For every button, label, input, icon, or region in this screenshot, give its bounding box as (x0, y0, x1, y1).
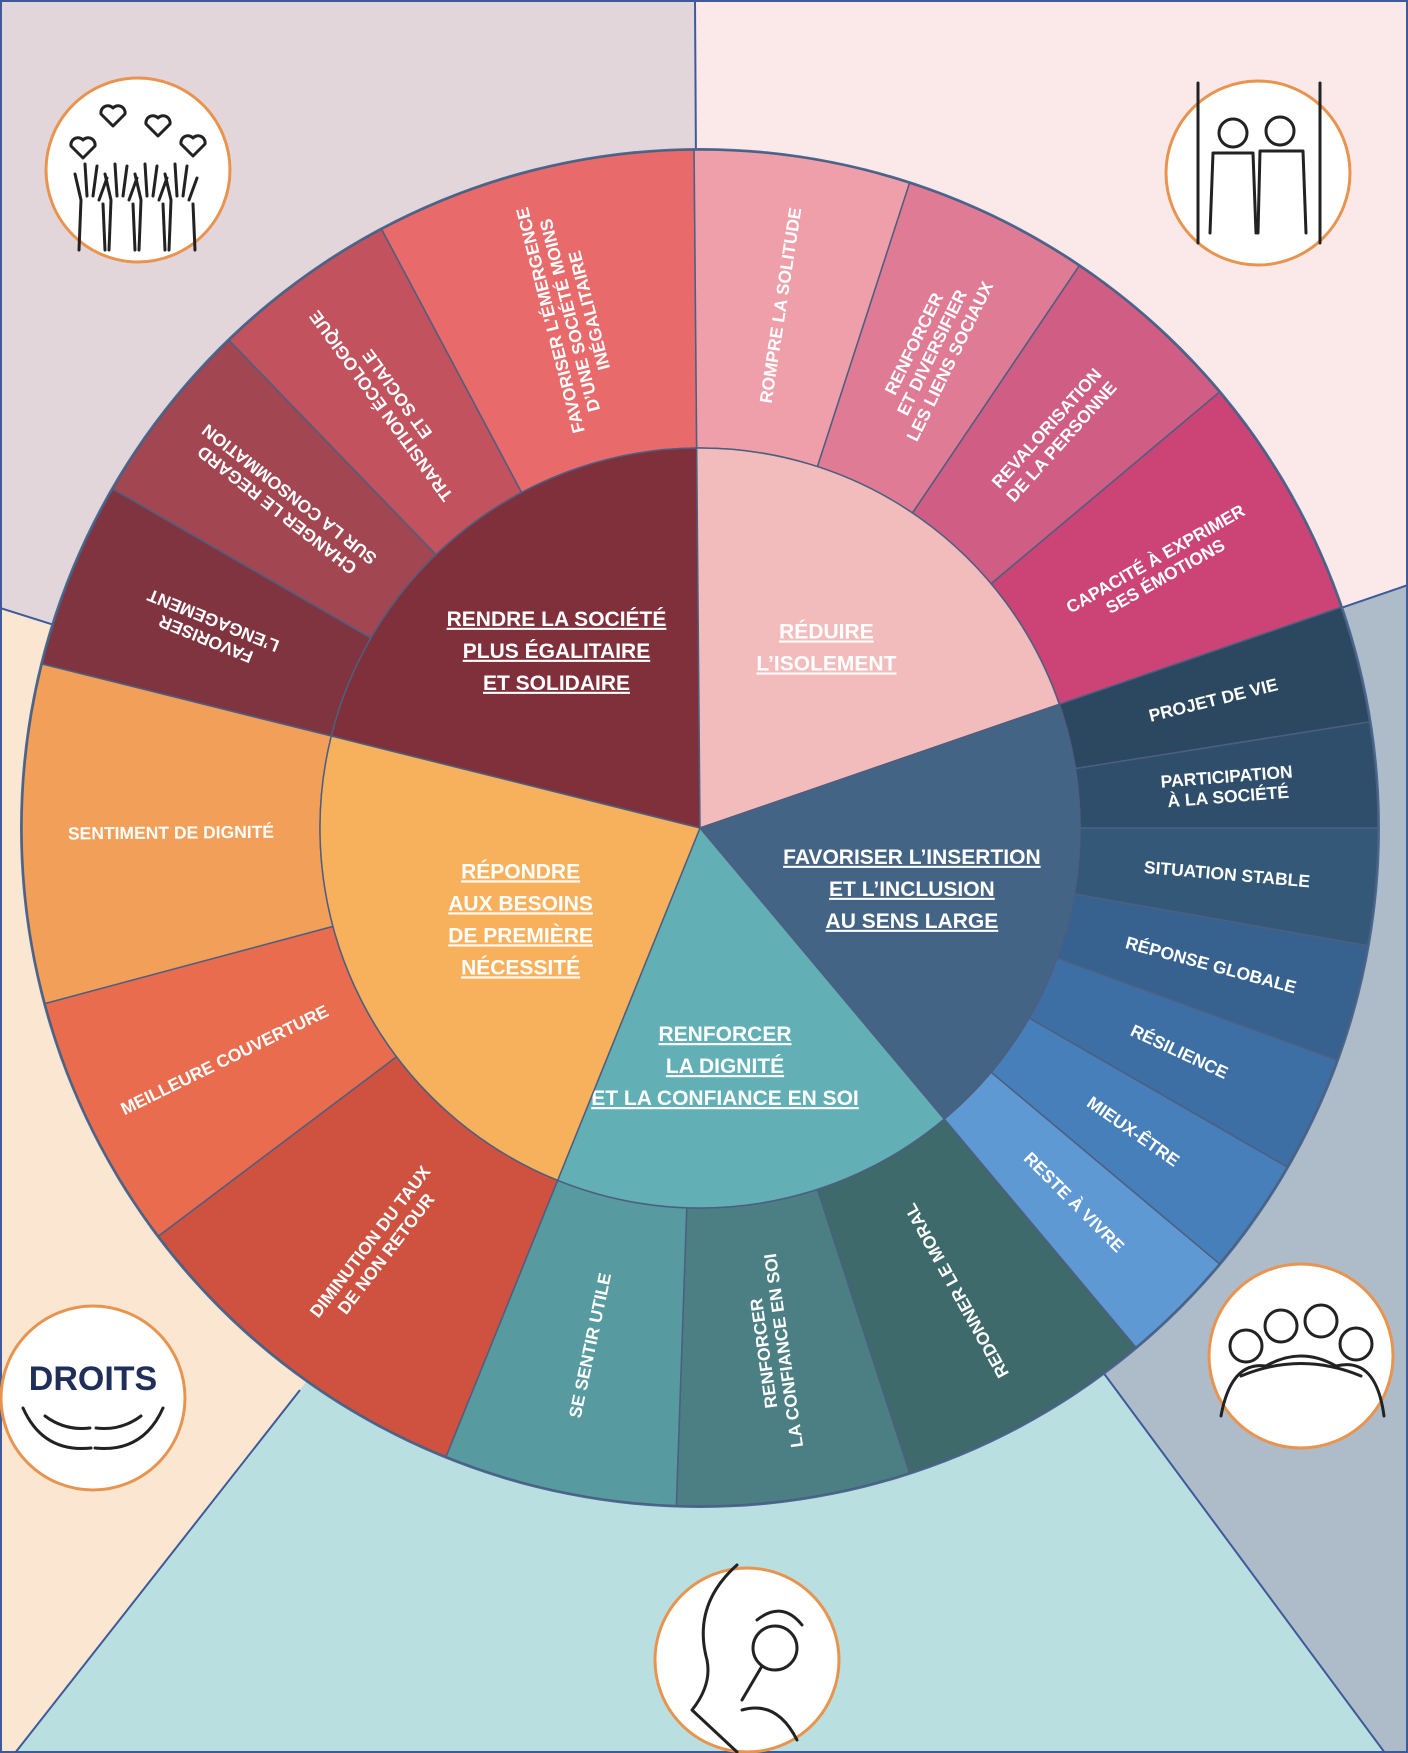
center-sector-title: RENFORCER LA DIGNITÉ ET LA CONFIANCE EN SO… (591, 1023, 859, 1110)
segment-label: SENTIMENT DE DIGNITÉ (68, 821, 274, 844)
hand-shape (163, 162, 199, 252)
segment-revalorisation-de-la-personne: REVALORISATIONDE LA PERSONNE (911, 264, 1221, 585)
magnifier-handle (740, 1609, 804, 1702)
center-title-line: RÉDUIRE (779, 621, 874, 644)
center-title-line: DE PREMIÈRE (448, 924, 593, 947)
segment-renforcer-et-diversifier-les-liens-sociaux: RENFORCERET DIVERSIFIERLES LIENS SOCIAUX (816, 182, 1081, 515)
magnifier-lens (751, 1624, 799, 1672)
center-sector-shape (698, 703, 1081, 1121)
hand-shape (73, 162, 109, 252)
center-sector-title: RENDRE LA SOCIÉTÉ PLUS ÉGALITAIRE ET SOLID… (447, 608, 667, 695)
center-sector-title: FAVORISER L’INSERTION ET L’INCLUSION AU SE… (783, 846, 1040, 933)
people-helping-icon (1164, 79, 1352, 267)
group-bodies (1219, 1354, 1386, 1418)
hands-hearts-icon (44, 76, 232, 264)
center-sector-societe: RENDRE LA SOCIÉTÉ PLUS ÉGALITAIRE ET SOLID… (330, 447, 701, 829)
center-sector-shape (556, 826, 946, 1209)
center-title-line: PLUS ÉGALITAIRE (463, 640, 650, 663)
group-hug-icon (1207, 1262, 1395, 1450)
medallions: DROITS (0, 76, 1395, 1753)
shoulder-shape (740, 1706, 799, 1742)
droits-label: DROITS (29, 1360, 157, 1398)
center-sector-dignite: RENFORCER LA DIGNITÉ ET LA CONFIANCE EN SO… (556, 826, 946, 1209)
person-head (1264, 115, 1296, 147)
silhouette-shape (690, 1563, 739, 1753)
divider-line (14, 1389, 301, 1753)
heart-shape (69, 136, 97, 160)
center-title-line: ET L’INCLUSION (829, 878, 995, 901)
heart-shape (179, 134, 207, 158)
segment-mieux-etre: MIEUX-ÊTRE (990, 1016, 1289, 1265)
person-body (1256, 149, 1308, 235)
segment-redonner-le-moral: REDONNER LE MORAL (816, 1118, 1137, 1474)
segment-projet-de-vie: PROJET DE VIE (1058, 606, 1371, 770)
person-head (1228, 1328, 1264, 1364)
segment-rompre-la-solitude: ROMPRE LA SOLITUDE (693, 149, 911, 468)
segment-favoriser-l-emergence-d-une-societe-moins-inegalitaire: FAVORISER L’ÉMERGENCED’UNE SOCIÉTÉ MOINS… (380, 149, 698, 494)
center-title-line: ET LA CONFIANCE EN SOI (591, 1087, 859, 1110)
support-bars (1196, 81, 1322, 245)
medallion-frame (44, 76, 232, 264)
center-sector-shape (319, 735, 702, 1182)
center-sector-title: RÉPONDRE AUX BESOINS DE PREMIÈRE NÉCESSITÉ (448, 860, 593, 979)
center-sector-title: RÉDUIRE L’ISOLEMENT (756, 621, 896, 676)
segment-situation-stable: SITUATION STABLE (1073, 827, 1379, 947)
center-title-line: L’ISOLEMENT (756, 653, 896, 676)
segment-label-line: SENTIMENT DE DIGNITÉ (68, 821, 274, 844)
person-head (1338, 1326, 1374, 1362)
person-body (1208, 151, 1258, 235)
center-title-line: RENFORCER (658, 1023, 791, 1046)
medallion-frame (653, 1566, 841, 1753)
hands-shape (21, 1406, 165, 1450)
center-sector-shape (695, 447, 1061, 830)
center-title-line: LA DIGNITÉ (666, 1055, 784, 1078)
center-sector-besoins: RÉPONDRE AUX BESOINS DE PREMIÈRE NÉCESSITÉ (319, 735, 702, 1182)
center-sector-shape (330, 447, 701, 829)
medallion-frame (0, 1304, 187, 1492)
person-head (1303, 1303, 1339, 1339)
segment-label: PARTICIPATIONÀ LA SOCIÉTÉ (1160, 761, 1295, 811)
hand-shape (103, 162, 139, 252)
heart-shape (144, 114, 172, 138)
segment-sentiment-de-dignite: SENTIMENT DE DIGNITÉ (21, 663, 334, 1005)
center-title-line: RENDRE LA SOCIÉTÉ (447, 608, 667, 631)
segment-renforcer-la-confiance-en-soi: RENFORCERLA CONFIANCE EN SOI (675, 1188, 911, 1507)
center-title-line: AU SENS LARGE (826, 910, 999, 933)
center-title-line: ET SOLIDAIRE (483, 672, 630, 695)
center-title-line: FAVORISER L’INSERTION (783, 846, 1040, 869)
center-title-line: RÉPONDRE (461, 860, 580, 883)
segment-transition-ecologique-et-sociale: TRANSITION ÉCOLOGIQUEET SOCIALE (227, 228, 523, 556)
person-head (1263, 1308, 1299, 1344)
center-sector-insertion: FAVORISER L’INSERTION ET L’INCLUSION AU SE… (698, 703, 1081, 1121)
hand-shape (133, 162, 169, 252)
segment-capacite-a-exprimer-ses-emotions: CAPACITÉ À EXPRIMERSES ÉMOTIONS (990, 391, 1343, 706)
segment-meilleure-couverture: MEILLEURE COUVERTURE (44, 925, 398, 1238)
center-pie: RENDRE LA SOCIÉTÉ PLUS ÉGALITAIRE ET SOLID… (319, 447, 1081, 1209)
rights-hands-icon: DROITS (0, 1304, 187, 1492)
center-title-line: NÉCESSITÉ (461, 956, 580, 979)
center-sector-isolement: RÉDUIRE L’ISOLEMENT (695, 447, 1061, 830)
segment-participation-a-la-societe: PARTICIPATIONÀ LA SOCIÉTÉ (1074, 721, 1379, 829)
person-head (1217, 117, 1249, 149)
arms-shape (1239, 1362, 1363, 1378)
center-title-line: AUX BESOINS (448, 892, 593, 915)
segment-favoriser-l-engagement: FAVORISERL’ENGAGEMENT (41, 487, 372, 737)
self-reflection-icon (653, 1563, 841, 1753)
heart-shape (99, 104, 127, 128)
